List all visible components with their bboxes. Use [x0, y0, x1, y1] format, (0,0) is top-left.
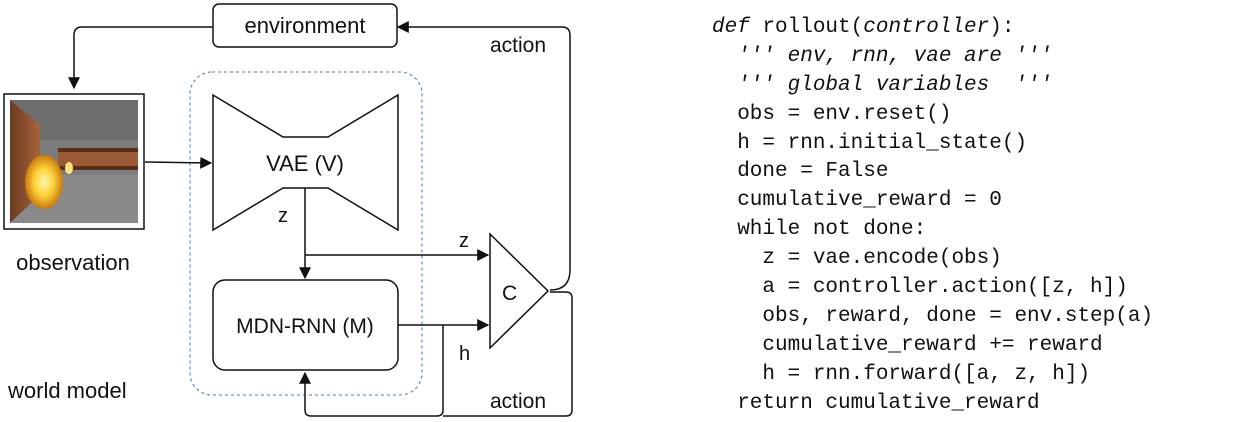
action-feedback-line: [443, 291, 573, 417]
h-label: h: [459, 343, 470, 365]
code-line: h = rnn.initial_state(): [712, 131, 1028, 155]
code-line: cumulative_reward += reward: [712, 333, 1103, 357]
mdn-rnn-label: MDN-RNN (M): [236, 315, 374, 338]
vae-shape: [212, 93, 399, 232]
controller-shape: [489, 232, 550, 350]
code-line: a = controller.action([z, h]): [712, 276, 1128, 300]
code-tail: ):: [989, 16, 1015, 39]
code-line: done = False: [712, 160, 889, 184]
environment-label: environment: [244, 13, 365, 38]
action-bottom-label: action: [490, 390, 546, 413]
code-line: return cumulative_reward: [712, 391, 1040, 415]
c-to-environment-arrow: [396, 21, 571, 291]
observation-label: observation: [16, 250, 130, 275]
z-vae-label: z: [278, 205, 288, 227]
code-keyword-def: def: [712, 16, 750, 39]
observation-image: [3, 93, 145, 230]
rollout-code-block: def rollout(controller): ''' env, rnn, v…: [712, 14, 1246, 415]
code-comment-line: ''' env, rnn, vae are ''': [712, 44, 1053, 68]
code-line: z = vae.encode(obs): [712, 247, 1002, 271]
code-line: obs, reward, done = env.step(a): [712, 304, 1154, 328]
code-arg: controller: [863, 16, 990, 39]
world-model-container: [189, 71, 423, 396]
controller-label: C: [502, 282, 517, 305]
code-comment-line: ''' global variables ''': [712, 73, 1053, 97]
h-recurrence-arrow: [299, 325, 444, 417]
vae-label: VAE (V): [266, 151, 344, 176]
action-top-label: action: [490, 34, 546, 57]
world-model-label: world model: [7, 378, 127, 403]
code-line: h = rnn.forward([a, z, h]): [712, 362, 1091, 386]
code-func-name: rollout(: [749, 16, 864, 39]
code-line: obs = env.reset(): [712, 102, 952, 126]
observation-to-vae-arrow: [144, 156, 213, 169]
z-c-label: z: [459, 230, 469, 252]
code-line: cumulative_reward = 0: [712, 189, 1002, 213]
code-line: def rollout(controller):: [712, 14, 1246, 43]
env-to-observation-arrow: [68, 26, 213, 90]
code-line: while not done:: [712, 218, 927, 242]
